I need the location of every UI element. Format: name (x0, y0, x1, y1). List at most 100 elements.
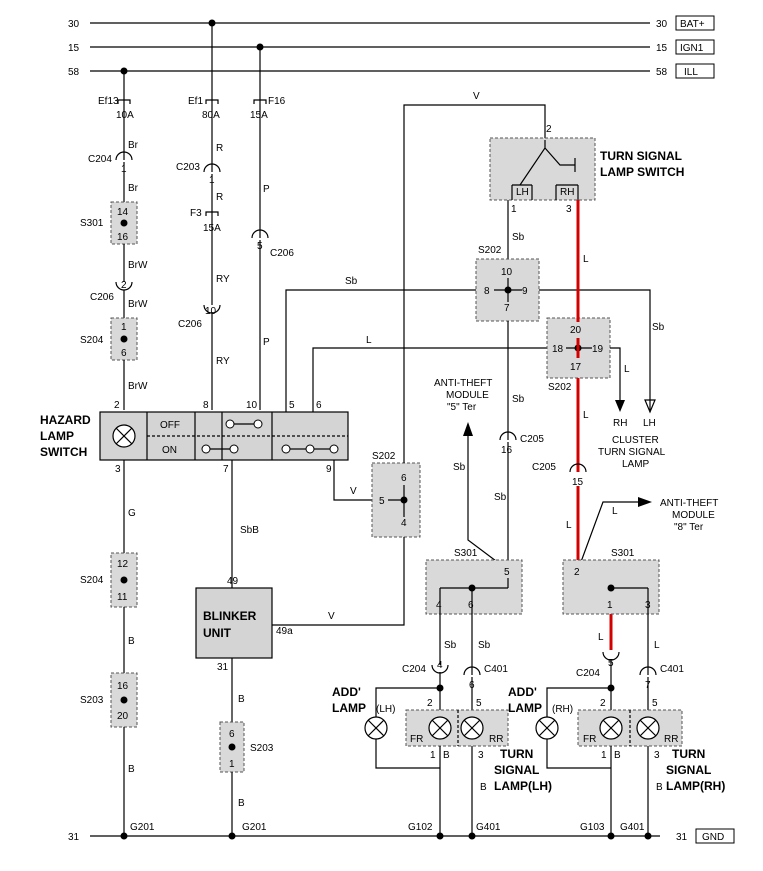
svg-text:6: 6 (468, 600, 474, 611)
bus-58-left: 58 (68, 67, 80, 78)
svg-text:3: 3 (115, 464, 121, 475)
svg-text:C206: C206 (270, 248, 294, 259)
svg-text:Sb: Sb (453, 462, 466, 473)
bus-58-right: 58 (656, 67, 668, 78)
svg-text:B: B (656, 782, 663, 793)
svg-text:49: 49 (227, 576, 239, 587)
svg-text:G103: G103 (580, 822, 605, 833)
svg-text:(RH): (RH) (552, 704, 573, 715)
ground-bus: 31 31 GND G102 G401 G103 G401 (68, 822, 735, 844)
svg-text:MODULE: MODULE (446, 390, 489, 401)
svg-text:S202: S202 (372, 451, 396, 462)
svg-text:20: 20 (570, 325, 582, 336)
turn-signal-lamp-lh: 2 5 FR RR ADD' LAMP (LH) 1 B 3 B TURN SI… (332, 685, 552, 836)
svg-text:LAMP: LAMP (622, 459, 650, 470)
svg-text:S203: S203 (250, 743, 274, 754)
svg-text:4: 4 (436, 600, 442, 611)
tag-ill-box (675, 63, 715, 79)
svg-text:Sb: Sb (345, 276, 358, 287)
svg-text:Sb: Sb (512, 232, 525, 243)
svg-text:C204: C204 (576, 668, 600, 679)
svg-text:31: 31 (676, 832, 688, 843)
bus-30-right: 30 (656, 19, 668, 30)
svg-text:LAMP SWITCH: LAMP SWITCH (600, 165, 684, 179)
hazard-on-label: ON (162, 445, 177, 456)
svg-text:RR: RR (489, 734, 503, 745)
svg-text:2: 2 (427, 698, 433, 709)
svg-text:C206: C206 (178, 319, 202, 330)
svg-text:ADD': ADD' (508, 685, 537, 699)
svg-text:1: 1 (430, 750, 436, 761)
svg-text:C205: C205 (532, 462, 556, 473)
svg-text:LAMP: LAMP (332, 701, 366, 715)
svg-text:P: P (263, 337, 270, 348)
svg-text:2: 2 (121, 280, 127, 291)
svg-text:UNIT: UNIT (203, 626, 232, 640)
tag-bat: BAT+ (680, 19, 705, 30)
svg-text:Ef1: Ef1 (188, 96, 203, 107)
svg-text:ADD': ADD' (332, 685, 361, 699)
svg-text:"8" Ter: "8" Ter (674, 522, 704, 533)
svg-text:5: 5 (652, 698, 658, 709)
svg-text:16: 16 (117, 681, 129, 692)
svg-text:4: 4 (437, 660, 443, 671)
svg-text:TURN: TURN (672, 747, 705, 761)
svg-text:C203: C203 (176, 162, 200, 173)
svg-text:Sb: Sb (494, 492, 507, 503)
svg-text:18: 18 (552, 344, 564, 355)
hazard-to-s202-wires: Sb L V (285, 276, 550, 501)
svg-text:6: 6 (401, 473, 407, 484)
svg-text:G201: G201 (130, 822, 155, 833)
svg-text:RY: RY (216, 356, 230, 367)
svg-text:1: 1 (601, 750, 607, 761)
svg-text:B: B (128, 636, 135, 647)
svg-text:RY: RY (216, 274, 230, 285)
svg-text:(LH): (LH) (376, 704, 395, 715)
svg-text:31: 31 (68, 832, 80, 843)
svg-text:S202: S202 (478, 245, 502, 256)
svg-text:15A: 15A (250, 110, 268, 121)
svg-text:S301: S301 (611, 548, 635, 559)
svg-text:12: 12 (117, 559, 129, 570)
svg-text:B: B (128, 764, 135, 775)
svg-text:31: 31 (217, 662, 229, 673)
bus-15-left: 15 (68, 43, 80, 54)
svg-text:3: 3 (566, 204, 572, 215)
svg-text:C204: C204 (88, 154, 112, 165)
svg-text:HAZARD: HAZARD (40, 413, 91, 427)
splice-s301-right: S301 2 1 3 L C204 5 C401 7 (562, 548, 684, 720)
svg-text:V: V (350, 486, 357, 497)
svg-text:19: 19 (592, 344, 604, 355)
svg-text:B: B (238, 798, 245, 809)
svg-text:ANTI-THEFT: ANTI-THEFT (434, 378, 492, 389)
bus-15-right: 15 (656, 43, 668, 54)
svg-text:1: 1 (121, 322, 127, 333)
svg-text:C204: C204 (402, 664, 426, 675)
svg-text:S204: S204 (80, 575, 104, 586)
svg-text:R: R (216, 143, 223, 154)
turn-signal-lamp-rh: 2 5 FR RR ADD' LAMP (RH) 1 B 3 B TURN SI… (508, 685, 725, 836)
svg-text:1: 1 (607, 600, 613, 611)
svg-text:F16: F16 (268, 96, 286, 107)
svg-text:L: L (566, 520, 572, 531)
blinker-unit: SbB 49 BLINKER UNIT 49a 31 B 6 1 S203 B … (195, 460, 293, 836)
svg-text:8: 8 (484, 286, 490, 297)
svg-text:4: 4 (401, 518, 407, 529)
svg-text:RR: RR (664, 734, 678, 745)
svg-text:P: P (263, 184, 270, 195)
svg-text:5: 5 (504, 567, 510, 578)
svg-text:9: 9 (522, 286, 528, 297)
svg-text:LH: LH (516, 187, 529, 198)
svg-text:V: V (473, 91, 480, 102)
svg-text:Sb: Sb (478, 640, 491, 651)
svg-text:L: L (654, 640, 660, 651)
svg-text:S203: S203 (80, 695, 104, 706)
svg-text:5: 5 (476, 698, 482, 709)
svg-text:3: 3 (654, 750, 660, 761)
svg-text:L: L (366, 335, 372, 346)
svg-text:16: 16 (117, 232, 129, 243)
svg-text:LAMP: LAMP (40, 429, 74, 443)
svg-text:2: 2 (600, 698, 606, 709)
svg-text:Sb: Sb (652, 322, 665, 333)
